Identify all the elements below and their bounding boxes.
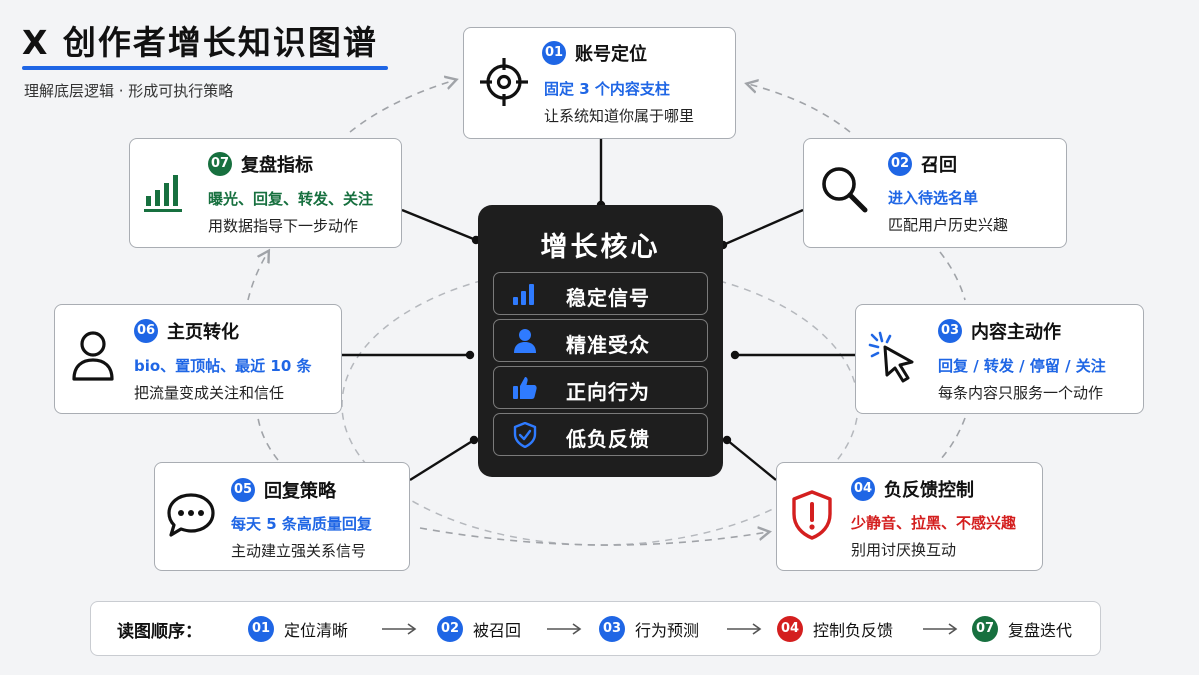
step-label: 被召回 <box>473 621 522 640</box>
node-highlight: 曝光、回复、转发、关注 <box>208 190 374 208</box>
node-description: 用数据指导下一步动作 <box>208 217 359 235</box>
node-card-02: 02 召回 进入待选名单 匹配用户历史兴趣 <box>803 138 1067 248</box>
step-number-badge: 07 <box>972 616 998 642</box>
node-card-03: 03 内容主动作 回复 / 转发 / 停留 / 关注 每条内容只服务一个动作 <box>855 304 1144 414</box>
reading-step-02: 02 被召回 <box>437 616 521 642</box>
link-07-core <box>401 208 477 242</box>
cycle-arrow-05-04 <box>419 528 768 546</box>
node-highlight: 少静音、拉黑、不感兴趣 <box>851 514 1017 532</box>
node-card-07: 07 复盘指标 曝光、回复、转发、关注 用数据指导下一步动作 <box>129 138 402 248</box>
core-item-low-negative-feedback: 低负反馈 <box>493 413 708 456</box>
core-item-label: 稳定信号 <box>566 286 650 310</box>
node-title: 主页转化 <box>167 322 239 343</box>
node-title: 账号定位 <box>575 44 647 65</box>
reading-step-03: 03 行为预测 <box>599 616 699 642</box>
link-05-core <box>409 438 475 482</box>
core-item-precise-audience: 精准受众 <box>493 319 708 362</box>
node-highlight: 固定 3 个内容支柱 <box>544 80 670 98</box>
cycle-arrow-02-03 <box>939 251 966 301</box>
page-title: X 创作者增长知识图谱 <box>22 23 378 62</box>
step-number-badge: 01 <box>248 616 274 642</box>
node-card-04: 04 负反馈控制 少静音、拉黑、不感兴趣 别用讨厌换互动 <box>776 462 1043 571</box>
thumbs-up-icon <box>513 377 537 399</box>
reading-step-07: 07 复盘迭代 <box>972 616 1072 642</box>
arrow-right-icon <box>727 623 762 635</box>
node-highlight: 每天 5 条高质量回复 <box>231 515 372 533</box>
node-number-badge: 06 <box>134 319 158 343</box>
reading-step-04: 04 控制负反馈 <box>777 616 893 642</box>
step-number-badge: 04 <box>777 616 803 642</box>
step-number-badge: 02 <box>437 616 463 642</box>
node-description: 把流量变成关注和信任 <box>134 384 285 402</box>
step-label: 控制负反馈 <box>813 621 894 640</box>
node-highlight: bio、置顶帖、最近 10 条 <box>134 357 312 375</box>
node-title: 召回 <box>921 155 957 176</box>
node-number-badge: 02 <box>888 152 912 176</box>
bar-chart-icon <box>513 284 534 305</box>
core-item-label: 正向行为 <box>566 380 650 404</box>
user-icon <box>514 329 536 353</box>
reading-order-bar: 读图顺序： 01 定位清晰 02 被召回 03 行为预测 04 控制负反馈 <box>90 601 1101 656</box>
node-description: 匹配用户历史兴趣 <box>888 216 1009 234</box>
cycle-arrow-02-01 <box>748 84 851 133</box>
node-card-06: 06 主页转化 bio、置顶帖、最近 10 条 把流量变成关注和信任 <box>54 304 342 414</box>
metrics-bars-icon <box>144 175 182 212</box>
core-item-positive-behavior: 正向行为 <box>493 366 708 409</box>
node-card-01: 01 账号定位 固定 3 个内容支柱 让系统知道你属于哪里 <box>463 27 736 139</box>
node-number-badge: 05 <box>231 478 255 502</box>
core-item-label: 精准受众 <box>566 333 650 357</box>
cycle-arrow-07-01 <box>349 80 455 133</box>
search-icon <box>822 167 868 213</box>
node-highlight: 进入待选名单 <box>888 189 979 207</box>
node-number-badge: 01 <box>542 41 566 65</box>
node-description: 让系统知道你属于哪里 <box>544 107 695 125</box>
node-title: 负反馈控制 <box>884 480 974 501</box>
node-number-badge: 04 <box>851 477 875 501</box>
reading-order-label: 读图顺序： <box>117 622 202 642</box>
cursor-click-icon <box>868 331 914 383</box>
chat-bubble-icon <box>167 493 215 537</box>
reading-step-01: 01 定位清晰 <box>248 616 348 642</box>
core-item-label: 低负反馈 <box>566 427 650 451</box>
node-description: 别用讨厌换互动 <box>851 541 957 559</box>
node-title: 复盘指标 <box>241 155 313 176</box>
node-description: 每条内容只服务一个动作 <box>938 384 1104 402</box>
shield-check-icon <box>513 422 537 448</box>
cycle-arrow-06-07 <box>247 252 268 301</box>
node-number-badge: 07 <box>208 152 232 176</box>
node-title: 内容主动作 <box>971 322 1061 343</box>
node-card-05: 05 回复策略 每天 5 条高质量回复 主动建立强关系信号 <box>154 462 410 571</box>
person-icon <box>72 331 114 381</box>
node-description: 主动建立强关系信号 <box>231 542 367 560</box>
step-label: 行为预测 <box>635 621 700 640</box>
node-title: 回复策略 <box>264 481 336 502</box>
page-subtitle: 理解底层逻辑 · 形成可执行策略 <box>24 82 234 100</box>
arrow-right-icon <box>382 623 417 635</box>
shield-alert-icon <box>792 490 832 540</box>
link-02-core <box>722 208 804 247</box>
link-04-core <box>726 439 777 481</box>
node-highlight: 回复 / 转发 / 停留 / 关注 <box>938 357 1106 375</box>
cycle-arrow-05-06 <box>257 417 279 461</box>
node-number-badge: 03 <box>938 319 962 343</box>
step-label: 复盘迭代 <box>1008 621 1073 640</box>
step-label: 定位清晰 <box>284 621 349 640</box>
core-item-stable-signal: 稳定信号 <box>493 272 708 315</box>
core-title: 增长核心 <box>540 232 661 263</box>
growth-core-panel: 增长核心 稳定信号 精准受众 正向行为 <box>478 205 723 477</box>
target-icon <box>480 58 528 106</box>
cycle-arrow-03-04 <box>939 417 966 461</box>
arrow-right-icon <box>547 623 582 635</box>
step-number-badge: 03 <box>599 616 625 642</box>
title-underline <box>22 66 388 70</box>
arrow-right-icon <box>923 623 958 635</box>
